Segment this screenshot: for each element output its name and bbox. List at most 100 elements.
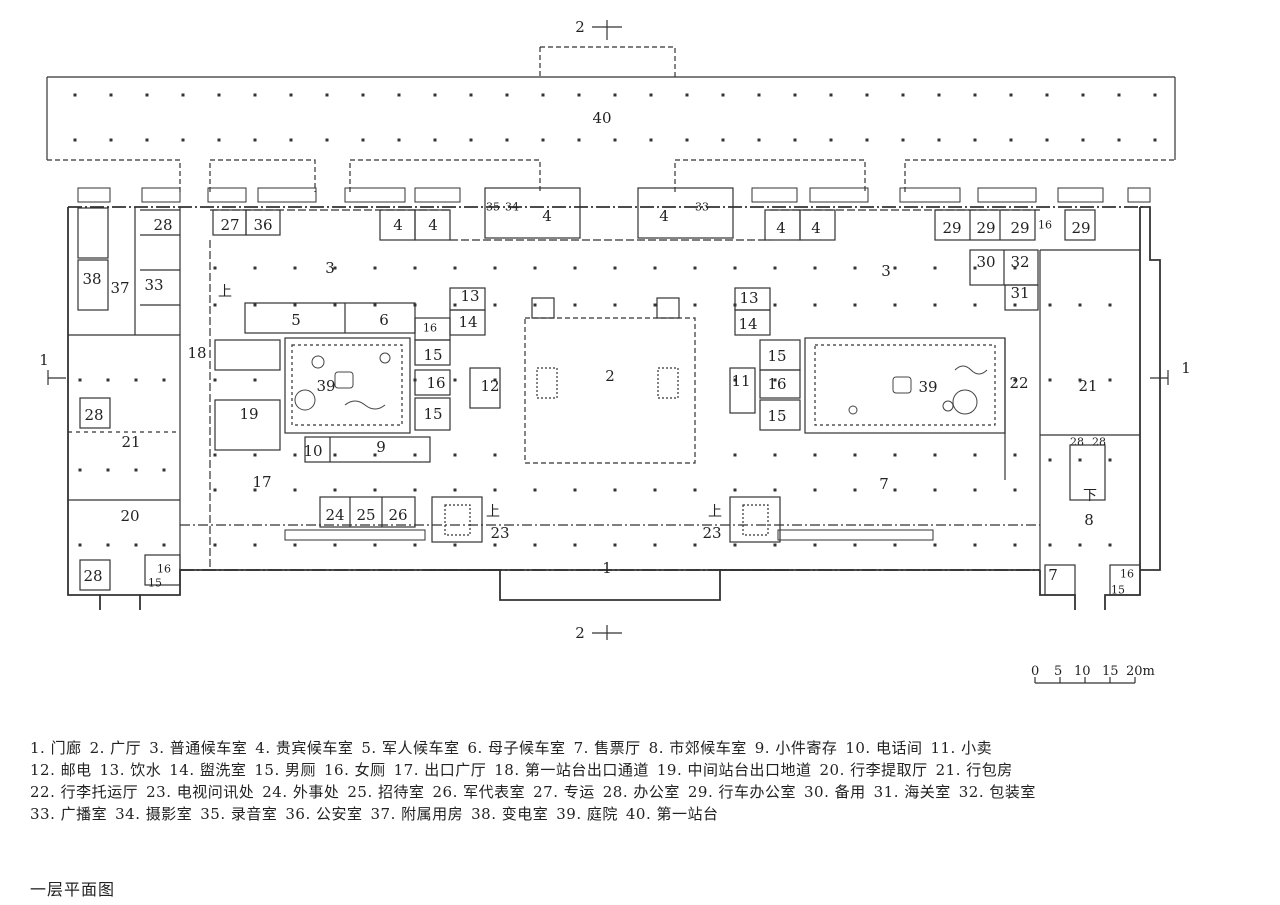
legend-item: 32. 包装室 [958,783,1036,801]
column [853,453,857,457]
room-label: 28 [1070,436,1084,449]
section-label-right: 1 [1181,359,1191,377]
room-label: 37 [110,279,129,297]
column [813,488,817,492]
column [134,468,138,472]
stair-up-mark: 上 [218,284,232,300]
column [577,93,581,97]
column [853,543,857,547]
column [413,378,417,382]
column [373,266,377,270]
room-label: 15 [423,346,442,364]
column [361,93,365,97]
column [217,138,221,142]
room-label: 28 [1092,436,1106,449]
column [613,303,617,307]
room-label: 16 [1038,219,1052,232]
column [893,303,897,307]
column [413,543,417,547]
room-label: 18 [187,344,206,362]
legend-item: 31. 海关室 [873,783,951,801]
scale-tick-5: 5 [1054,664,1062,679]
room-label: 14 [738,315,757,333]
room-label: 39 [918,378,937,396]
legend-item: 27. 专运 [533,783,595,801]
column [541,93,545,97]
column [829,138,833,142]
column [773,488,777,492]
room-label: 6 [379,311,389,329]
column [469,138,473,142]
legend-item: 12. 邮电 [30,761,92,779]
column [865,93,869,97]
legend-item: 28. 办公室 [602,783,680,801]
room-label: 11 [731,372,750,390]
room-label: 15 [423,405,442,423]
column [493,488,497,492]
column [493,453,497,457]
room-label: 31 [1010,284,1029,302]
column [289,138,293,142]
column [733,303,737,307]
column [413,488,417,492]
column [933,266,937,270]
room-label: 16 [157,563,171,576]
stair-down-mark: 下 [1083,488,1097,504]
room-label: 20 [120,507,139,525]
column [793,93,797,97]
legend-item: 9. 小件寄存 [754,739,838,757]
room-label: 23 [702,524,721,542]
column [325,138,329,142]
column [253,266,257,270]
column [134,543,138,547]
legend-item: 35. 录音室 [200,805,278,823]
room-label: 16 [426,374,445,392]
column [213,303,217,307]
legend-item: 3. 普通候车室 [149,739,248,757]
column [1013,488,1017,492]
column [469,93,473,97]
column [162,468,166,472]
legend-item: 34. 摄影室 [115,805,193,823]
column [1009,93,1013,97]
column [505,93,509,97]
section-marker-bottom [592,625,622,640]
column [653,303,657,307]
column [162,378,166,382]
column [973,303,977,307]
legend-item: 39. 庭院 [556,805,618,823]
column [253,543,257,547]
column [973,138,977,142]
room-label: 16 [1120,568,1134,581]
legend-item: 4. 贵宾候车室 [255,739,354,757]
column [533,303,537,307]
legend-item: 24. 外事处 [262,783,340,801]
column [361,138,365,142]
legend-item: 30. 备用 [804,783,866,801]
column [1108,543,1112,547]
column [733,543,737,547]
column [333,543,337,547]
column [293,543,297,547]
room-label: 39 [316,377,335,395]
column [733,453,737,457]
room-label: 35 [486,201,500,214]
section-marker-left [47,370,66,385]
column [73,138,77,142]
column [162,543,166,547]
legend-item: 21. 行包房 [935,761,1013,779]
column [613,488,617,492]
column [1048,543,1052,547]
column [181,93,185,97]
column [1045,93,1049,97]
legend-item: 7. 售票厅 [573,739,641,757]
right-wing-walls [1039,249,1141,596]
column [213,453,217,457]
column [1117,93,1121,97]
room-label: 5 [291,311,301,329]
column [78,468,82,472]
scale-bar [1034,677,1136,684]
legend-item: 25. 招待室 [347,783,425,801]
